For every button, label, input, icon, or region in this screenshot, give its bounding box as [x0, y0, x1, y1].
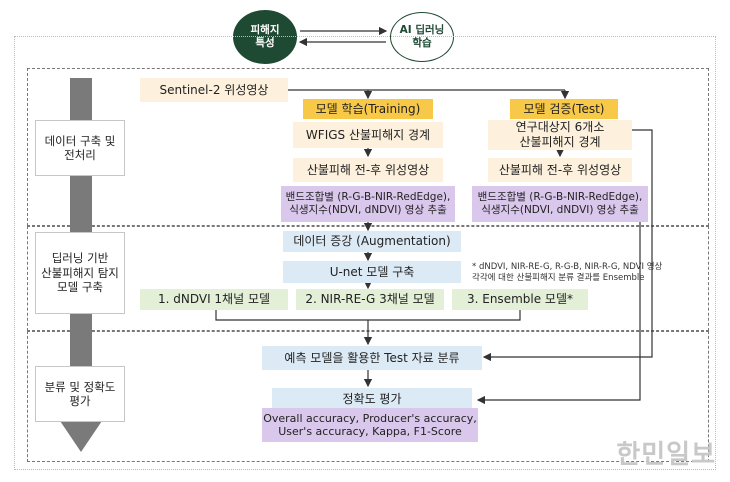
damage-characteristics-circle: 피해지 특성	[233, 10, 297, 64]
training-images-box: 산불피해 전-후 위성영상	[293, 158, 443, 182]
stage-label-model-building: 딥러닝 기반 산불피해지 탐지 모델 구축	[35, 232, 125, 314]
training-boundary-box: WFIGS 산불피해지 경계	[293, 122, 443, 148]
test-images-box: 산불피해 전-후 위성영상	[488, 158, 632, 182]
model-dndvi-box: 1. dNDVI 1채널 모델	[140, 289, 288, 310]
model-ensemble-box: 3. Ensemble 모델*	[452, 289, 588, 310]
stage-label-evaluation: 분류 및 정확도 평가	[35, 366, 125, 422]
classify-test-box: 예측 모델을 활용한 Test 자료 분류	[262, 346, 482, 370]
ai-deep-learning-circle: AI 딥러닝 학습	[390, 12, 454, 62]
training-bands-box: 밴드조합별 (R-G-B-NIR-RedEdge), 식생지수(NDVI, dN…	[281, 186, 455, 222]
model-nir-re-g-box: 2. NIR-RE-G 3채널 모델	[296, 289, 444, 310]
augmentation-box: 데이터 증강 (Augmentation)	[283, 231, 461, 252]
test-boundary-box: 연구대상지 6개소 산불피해지 경계	[488, 120, 632, 150]
accuracy-metrics-box: Overall accuracy, Producer's accuracy, U…	[262, 408, 478, 442]
outer-frame	[14, 36, 716, 470]
sentinel-imagery-box: Sentinel-2 위성영상	[140, 78, 288, 102]
training-header: 모델 학습(Training)	[303, 99, 433, 119]
test-header: 모델 검증(Test)	[510, 99, 618, 119]
watermark: 한민일보	[616, 440, 716, 470]
accuracy-box: 정확도 평가	[272, 388, 472, 410]
stage-label-preprocessing: 데이터 구축 및 전처리	[35, 120, 125, 176]
ensemble-footnote: * dNDVI, NIR-RE-G, R-G-B, NIR-R-G, NDVI …	[472, 262, 663, 284]
unet-box: U-net 모델 구축	[283, 261, 461, 283]
test-bands-box: 밴드조합별 (R-G-B-NIR-RedEdge), 식생지수(NDVI, dN…	[472, 186, 648, 222]
